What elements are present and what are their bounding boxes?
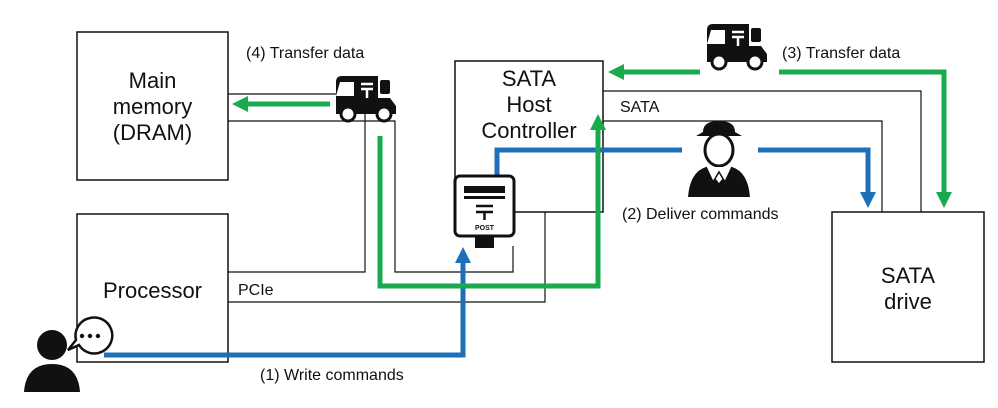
sata-host-controller-label-line-3: Controller xyxy=(481,118,576,143)
main-memory-box: Main memory (DRAM) xyxy=(76,31,229,181)
sata-drive-box: SATA drive xyxy=(831,211,985,363)
pcie-bus-label: PCIe xyxy=(238,282,274,299)
processor-label: Processor xyxy=(103,278,202,303)
delivery-van-icon xyxy=(334,74,398,123)
step-1-label: (1) Write commands xyxy=(260,367,404,384)
delivery-van-icon xyxy=(705,22,769,71)
sata-bus-label: SATA xyxy=(620,99,660,116)
step-2-label: (2) Deliver commands xyxy=(622,206,778,223)
main-memory-label-line-2: memory xyxy=(113,94,192,119)
pcie-bus-wires xyxy=(228,93,546,303)
processor-box: Processor xyxy=(76,213,229,363)
step-4-label: (4) Transfer data xyxy=(246,45,364,62)
post-box-icon: POST xyxy=(453,174,516,248)
sata-bus-wires xyxy=(603,90,922,212)
step-3-label: (3) Transfer data xyxy=(782,45,900,62)
sata-host-controller-label-line-1: SATA xyxy=(502,66,557,91)
sata-host-controller-label-line-2: Host xyxy=(506,92,551,117)
transfer-data-drive-arrow-right xyxy=(779,69,953,209)
transfer-data-loop-arrow xyxy=(377,113,607,289)
post-box-text: POST xyxy=(475,225,495,232)
deliver-commands-arrow-right xyxy=(758,147,877,209)
delivery-person-icon xyxy=(688,121,750,197)
main-memory-label-line-1: Main xyxy=(129,68,177,93)
sata-drive-label-line-2: drive xyxy=(884,289,932,314)
speech-bubble-icon xyxy=(67,316,114,355)
main-memory-label-line-3: (DRAM) xyxy=(113,120,192,145)
user-person-icon xyxy=(24,330,80,392)
deliver-commands-arrow-left xyxy=(494,147,682,176)
sata-drive-label-line-1: SATA xyxy=(881,263,936,288)
